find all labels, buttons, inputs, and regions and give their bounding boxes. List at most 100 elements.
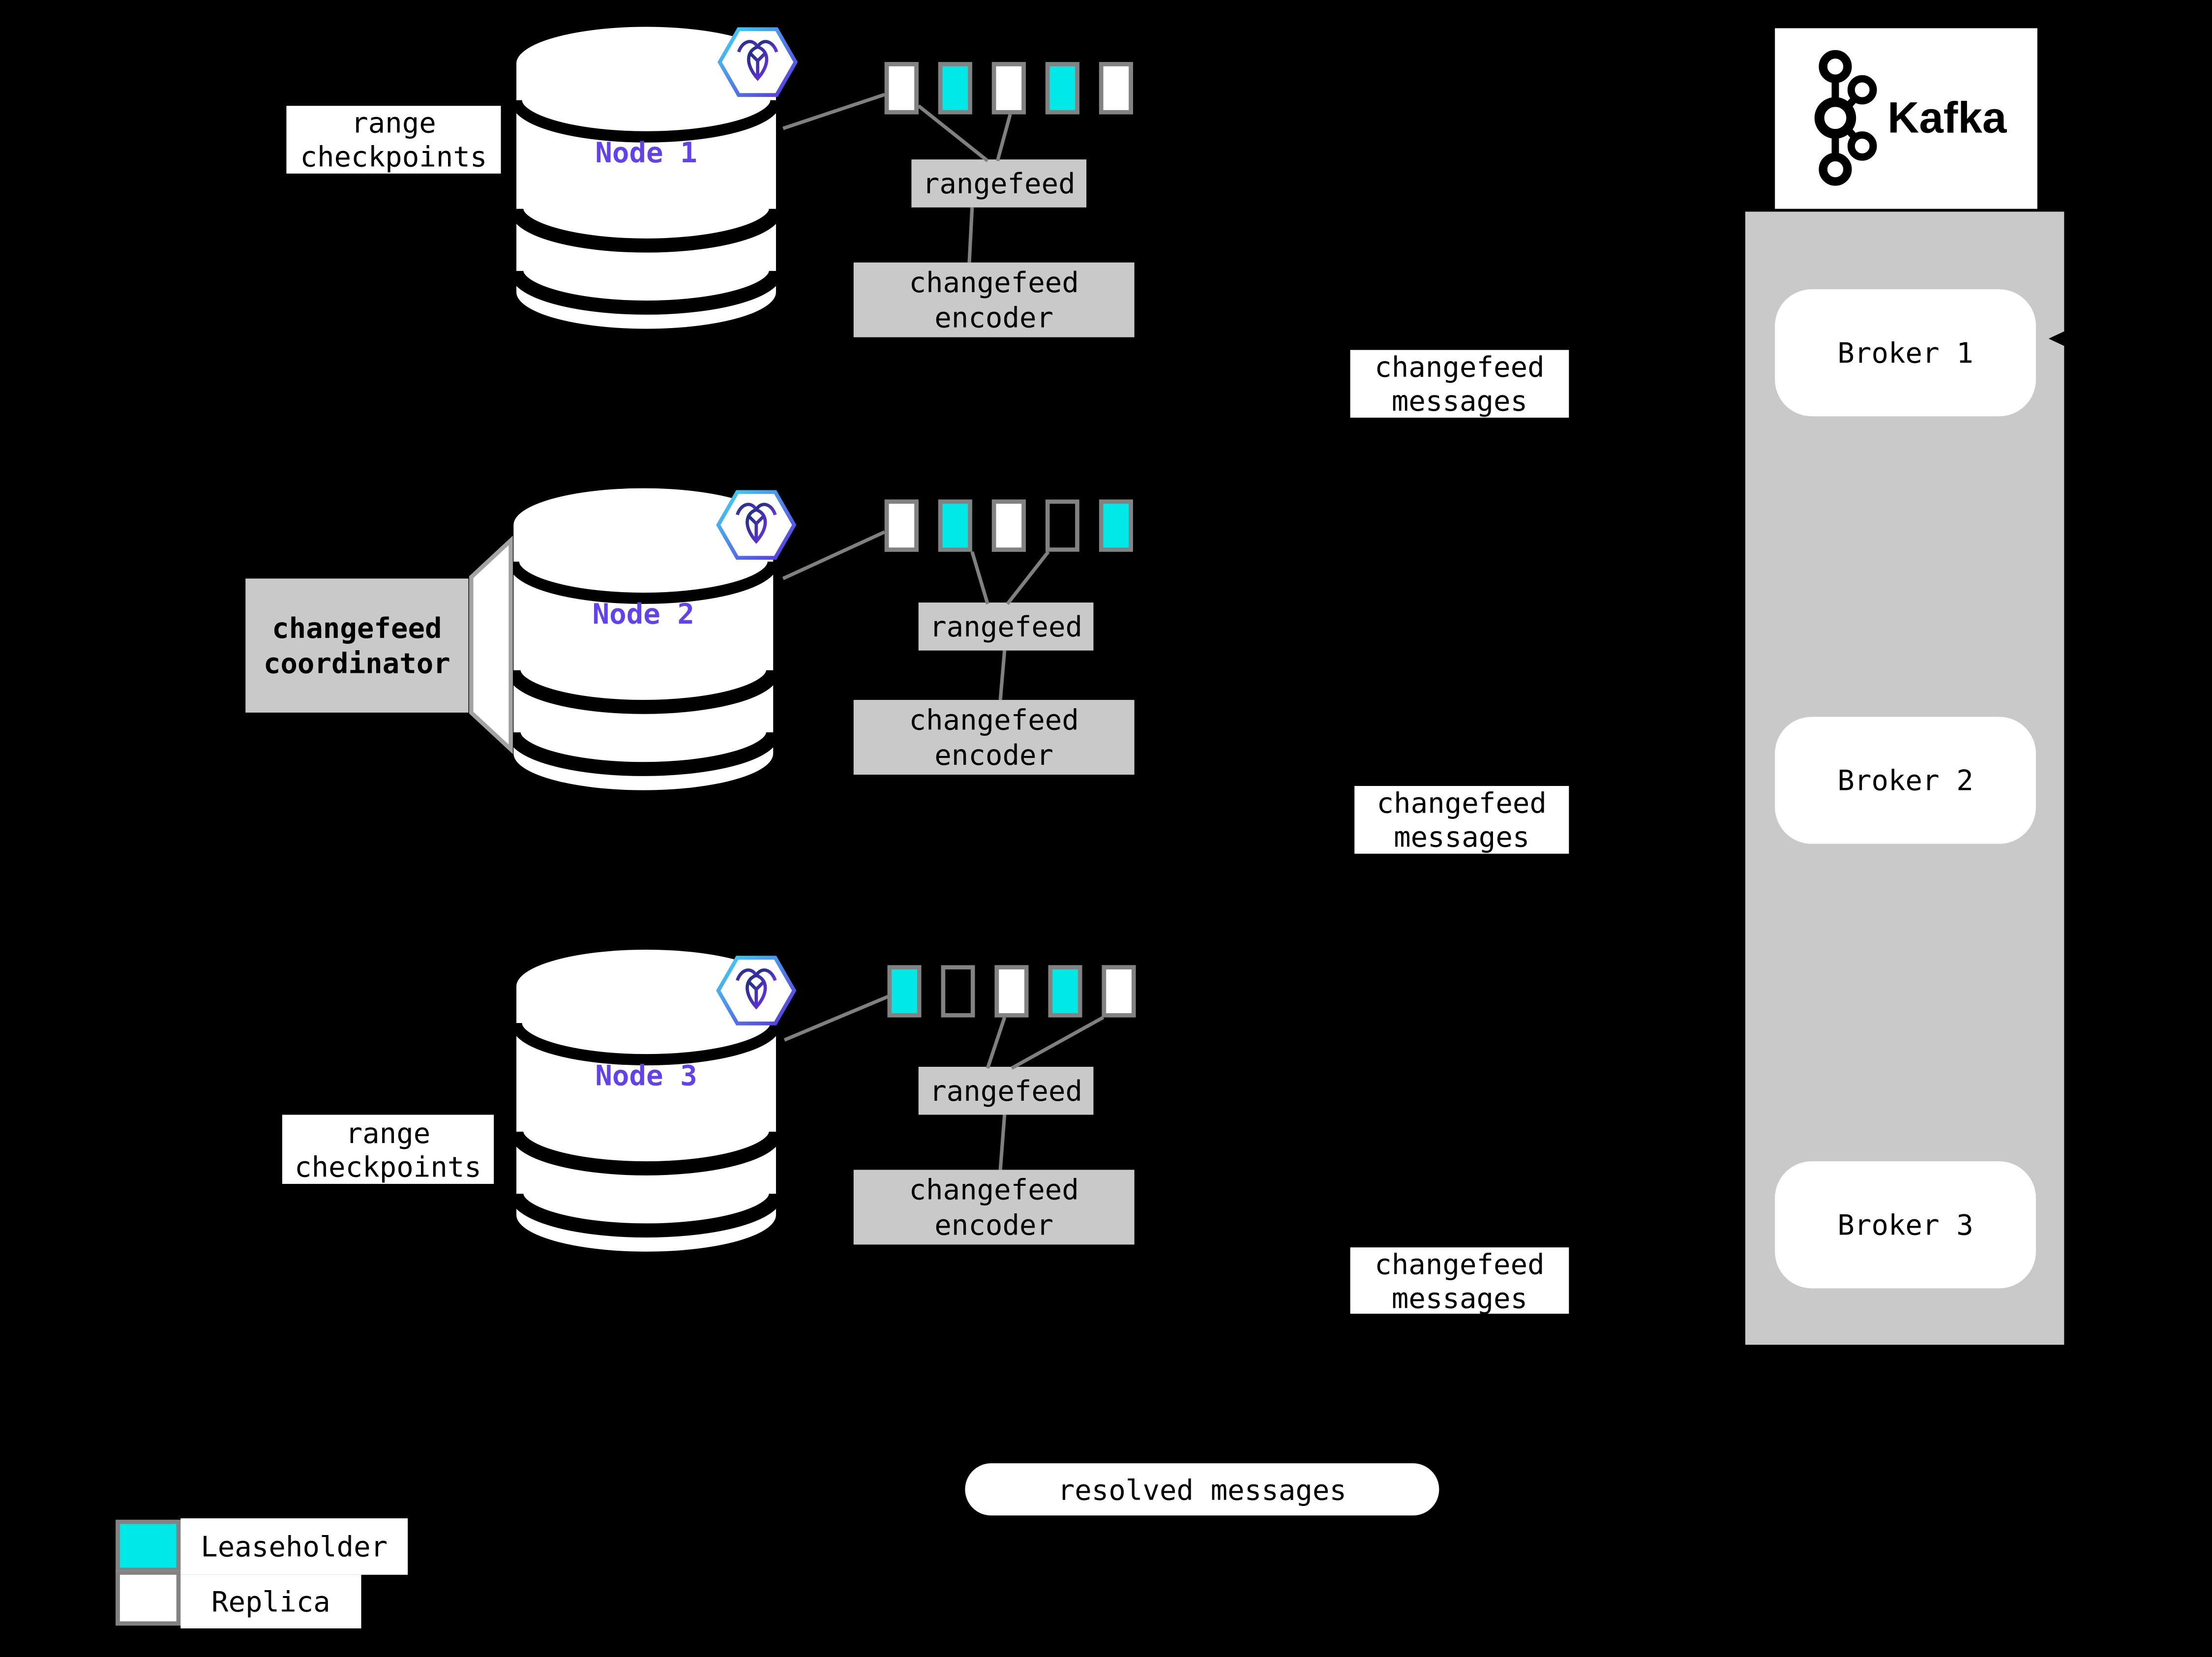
legend-text: Leaseholder: [201, 1529, 388, 1564]
node3-rangefeed-box: rangefeed: [918, 1066, 1094, 1115]
broker-label: Broker 1: [1837, 335, 1973, 370]
messages-line: messages: [1394, 819, 1530, 854]
rangefeed-label: rangefeed: [929, 608, 1083, 643]
node2-name: Node 2: [592, 597, 694, 631]
kafka-logo-icon: [1814, 50, 1877, 186]
coordinator-line: coordinator: [263, 645, 450, 680]
node1-rangefeed-box: rangefeed: [911, 159, 1087, 208]
node1-changefeed-encoder-box: changefeed encoder: [853, 262, 1135, 337]
node1-rangefeed-to-encoder: [967, 207, 974, 263]
range-empty-square: [941, 965, 975, 1018]
cylinder-band: [512, 561, 775, 604]
node2-to-range-line: [782, 530, 886, 580]
encoder-line: changefeed: [909, 264, 1079, 299]
range-replica-square: [1099, 62, 1133, 115]
range-leaseholder-square: [1099, 499, 1133, 552]
broker-label: Broker 2: [1837, 763, 1973, 797]
range-leaseholder-square: [938, 499, 972, 552]
node3-changefeed-messages-label: changefeed messages: [1350, 1247, 1569, 1314]
encoder-line: encoder: [934, 1207, 1054, 1241]
legend-replica-label: Replica: [180, 1574, 361, 1628]
label-line: range: [351, 106, 436, 140]
changefeed-coordinator-box: changefeed coordinator: [245, 578, 469, 713]
messages-line: messages: [1391, 1280, 1528, 1315]
range-checkpoints-label-node1: range checkpoints: [286, 106, 501, 174]
range-checkpoints-label-node3: range checkpoints: [282, 1115, 494, 1184]
cylinder-body: [516, 27, 776, 329]
cylinder-band: [515, 1131, 777, 1175]
range-replica-square: [1102, 965, 1136, 1018]
messages-line: changefeed: [1375, 1246, 1545, 1281]
range-leaseholder-square: [1048, 965, 1082, 1018]
cylinder-band: [515, 208, 777, 253]
kafka-broker-3: Broker 3: [1775, 1161, 2036, 1289]
label-line: checkpoints: [294, 1149, 481, 1183]
node3-changefeed-encoder-box: changefeed encoder: [853, 1170, 1135, 1245]
cylinder-band: [515, 1023, 777, 1066]
rangefeed-label: rangefeed: [922, 166, 1076, 200]
node3-name: Node 3: [595, 1058, 697, 1092]
label-line: checkpoints: [300, 140, 487, 174]
node1-ranges-row: [884, 62, 1133, 115]
legend-leaseholder-label: Leaseholder: [180, 1518, 408, 1575]
cylinder-band: [515, 270, 777, 315]
messages-line: changefeed: [1376, 786, 1547, 820]
kafka-wordmark: Kafka: [1887, 93, 2007, 143]
database-cylinder-icon: [515, 27, 777, 329]
range-replica-square: [994, 965, 1029, 1018]
cylinder-band: [512, 669, 775, 714]
node2-changefeed-encoder-box: changefeed encoder: [853, 700, 1135, 775]
encoder-line: changefeed: [909, 1172, 1079, 1206]
node3-database-cylinder: Node 3: [515, 948, 777, 1253]
range-replica-square: [991, 499, 1026, 552]
kafka-logo-box: Kafka: [1775, 28, 2037, 209]
node2-ranges-row: [884, 499, 1133, 552]
encoder-line: encoder: [934, 737, 1054, 771]
cylinder-band: [515, 99, 777, 143]
cylinder-body: [513, 488, 774, 790]
database-cylinder-icon: [512, 488, 775, 790]
range-replica-square: [991, 62, 1026, 115]
cylinder-band: [512, 731, 775, 776]
node3-range-to-rangefeed: [1011, 1016, 1105, 1070]
range-leaseholder-square: [938, 62, 972, 115]
messages-line: changefeed: [1375, 350, 1545, 384]
kafka-broker-1: Broker 1: [1775, 289, 2036, 417]
node1-range-to-rangefeed: [995, 114, 1012, 162]
node1-to-range-line: [782, 92, 885, 130]
node2-rangefeed-box: rangefeed: [918, 603, 1094, 651]
node2-range-to-rangefeed: [970, 551, 989, 604]
node2-database-cylinder: Node 2: [512, 487, 775, 792]
cockroachdb-logo-icon: [716, 954, 797, 1027]
legend-leaseholder-swatch: [116, 1519, 181, 1572]
node1-name: Node 1: [595, 135, 697, 170]
cylinder-body: [516, 949, 776, 1252]
broker-label: Broker 3: [1837, 1207, 1973, 1242]
cockroachdb-logo-icon: [716, 488, 797, 562]
range-leaseholder-square: [1045, 62, 1079, 115]
encoder-line: changefeed: [909, 702, 1079, 736]
messages-line: messages: [1391, 384, 1528, 418]
node3-to-range-line: [783, 994, 890, 1042]
cockroachdb-logo-icon: [717, 26, 798, 99]
node2-changefeed-messages-label: changefeed messages: [1354, 786, 1569, 854]
rangefeed-label: rangefeed: [929, 1073, 1083, 1107]
range-empty-square: [1045, 499, 1079, 552]
cylinder-band: [515, 1193, 777, 1238]
node3-rangefeed-to-encoder: [998, 1115, 1007, 1170]
node3-ranges-row: [887, 965, 1136, 1018]
label-line: range: [345, 1115, 431, 1149]
node2-rangefeed-to-encoder: [998, 650, 1007, 700]
range-replica-square: [884, 499, 919, 552]
resolved-messages-label: resolved messages: [1057, 1472, 1347, 1506]
range-leaseholder-square: [887, 965, 922, 1018]
node1-database-cylinder: Node 1: [515, 26, 777, 331]
legend-text: Replica: [211, 1584, 330, 1619]
coordinator-callout-bracket: [469, 535, 513, 754]
resolved-messages-pill: resolved messages: [965, 1463, 1439, 1516]
node3-range-to-rangefeed: [986, 1017, 1007, 1069]
encoder-line: encoder: [934, 300, 1054, 334]
coordinator-line: changefeed: [272, 610, 442, 644]
